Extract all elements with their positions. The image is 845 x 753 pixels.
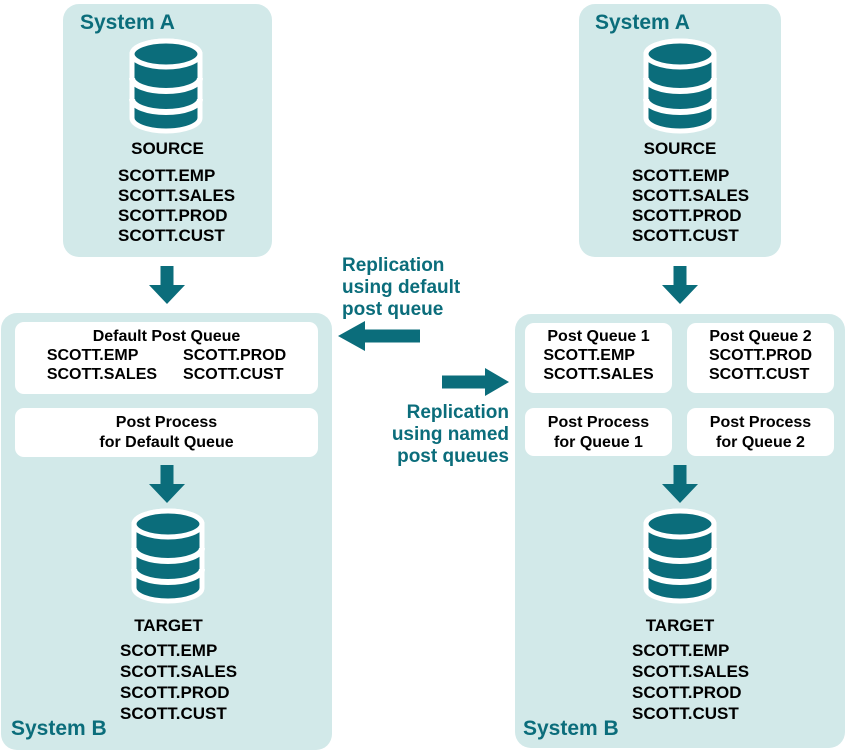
right-arrow-icon — [442, 368, 509, 396]
table-name: SCOTT.EMP — [120, 641, 218, 660]
post-process-1-box: Post Process for Queue 1 — [525, 408, 672, 456]
table-name: SCOTT.PROD — [118, 206, 228, 225]
panel-system-b-left: Default Post Queue SCOTT.EMP SCOTT.SALES… — [1, 313, 332, 750]
queue-box-title: Default Post Queue — [92, 328, 241, 345]
post-process-line: Post Process — [115, 414, 218, 431]
table-name: SCOTT.CUST — [183, 366, 284, 383]
table-name: SCOTT.PROD — [183, 347, 287, 364]
down-arrow-icon — [149, 266, 185, 304]
table-name: SCOTT.EMP — [46, 347, 139, 364]
table-name: SCOTT.PROD — [632, 206, 742, 225]
panel-title: System A — [595, 11, 690, 34]
table-name: SCOTT.EMP — [118, 166, 216, 185]
table-name: SCOTT.SALES — [118, 186, 236, 205]
table-name: SCOTT.SALES — [632, 186, 750, 205]
queue-table-column: SCOTT.EMP SCOTT.SALES — [47, 346, 157, 384]
queue-table-list: SCOTT.EMP SCOTT.SALES — [543, 346, 653, 384]
down-arrow-icon — [149, 465, 185, 503]
annotation-line: Replication — [342, 255, 445, 276]
table-list: SCOTT.EMP SCOTT.SALES SCOTT.PROD SCOTT.C… — [632, 640, 749, 724]
post-process-line: Post Process — [547, 414, 650, 431]
post-process-box: Post Process for Default Queue — [15, 408, 318, 457]
post-process-line: for Default Queue — [99, 434, 234, 451]
panel-system-a-left: System A SOURCE SCOTT.EMP SCOTT.SALES SC… — [63, 4, 272, 257]
database-label: SOURCE — [643, 139, 717, 158]
panel-system-a-right: System A SOURCE SCOTT.EMP SCOTT.SALES SC… — [579, 4, 781, 257]
post-process-line: for Queue 2 — [716, 434, 805, 451]
down-arrow-icon — [662, 465, 698, 503]
table-name: SCOTT.EMP — [543, 347, 635, 364]
queue-box-title: Post Queue 1 — [547, 328, 650, 345]
database-icon — [129, 38, 203, 134]
annotation-line: using default — [342, 277, 461, 298]
database-label: TARGET — [134, 616, 203, 635]
database-icon — [643, 508, 717, 604]
queue-table-column: SCOTT.PROD SCOTT.CUST — [183, 346, 286, 384]
default-post-queue-box: Default Post Queue SCOTT.EMP SCOTT.SALES… — [15, 322, 318, 394]
table-name: SCOTT.EMP — [632, 641, 730, 660]
queue-box-title: Post Queue 2 — [709, 328, 812, 345]
table-name: SCOTT.CUST — [118, 226, 225, 245]
database-icon — [643, 38, 717, 134]
table-name: SCOTT.CUST — [632, 704, 739, 723]
annotation-line: post queues — [397, 446, 509, 467]
table-name: SCOTT.SALES — [46, 366, 158, 383]
queue-table-columns: SCOTT.EMP SCOTT.SALES SCOTT.PROD SCOTT.C… — [15, 346, 318, 384]
table-name: SCOTT.CUST — [632, 226, 739, 245]
table-list: SCOTT.EMP SCOTT.SALES SCOTT.PROD SCOTT.C… — [118, 166, 235, 246]
database-label: TARGET — [645, 616, 715, 635]
table-name: SCOTT.CUST — [708, 366, 810, 383]
table-name: SCOTT.CUST — [120, 704, 227, 723]
down-arrow-icon — [662, 266, 698, 304]
panel-title: System B — [11, 717, 107, 740]
post-queue-2-box: Post Queue 2 SCOTT.PROD SCOTT.CUST — [687, 323, 834, 393]
panel-system-b-right: Post Queue 1 SCOTT.EMP SCOTT.SALES Post … — [515, 314, 845, 748]
annotation-line: post queue — [342, 299, 444, 320]
table-list: SCOTT.EMP SCOTT.SALES SCOTT.PROD SCOTT.C… — [632, 166, 749, 246]
annotation-line: Replication — [406, 402, 509, 423]
database-icon — [131, 508, 205, 604]
queue-table-list: SCOTT.PROD SCOTT.CUST — [709, 346, 812, 384]
table-list: SCOTT.EMP SCOTT.SALES SCOTT.PROD SCOTT.C… — [120, 640, 237, 724]
table-name: SCOTT.EMP — [632, 166, 730, 185]
left-arrow-icon — [338, 321, 420, 351]
table-name: SCOTT.SALES — [632, 662, 750, 681]
table-name: SCOTT.PROD — [632, 683, 742, 702]
database-label: SOURCE — [131, 139, 204, 158]
post-process-line: for Queue 1 — [554, 434, 643, 451]
annotation-line: using named — [391, 424, 509, 445]
annotation-named-replication: Replication using named post queues — [339, 402, 509, 468]
table-name: SCOTT.PROD — [120, 683, 230, 702]
table-name: SCOTT.PROD — [708, 347, 813, 364]
table-name: SCOTT.SALES — [120, 662, 238, 681]
post-process-2-box: Post Process for Queue 2 — [687, 408, 834, 456]
post-process-line: Post Process — [709, 414, 812, 431]
panel-title: System B — [523, 717, 619, 740]
table-name: SCOTT.SALES — [543, 366, 654, 383]
post-queue-1-box: Post Queue 1 SCOTT.EMP SCOTT.SALES — [525, 323, 672, 393]
annotation-default-replication: Replication using default post queue — [342, 255, 512, 321]
panel-title: System A — [80, 11, 175, 34]
